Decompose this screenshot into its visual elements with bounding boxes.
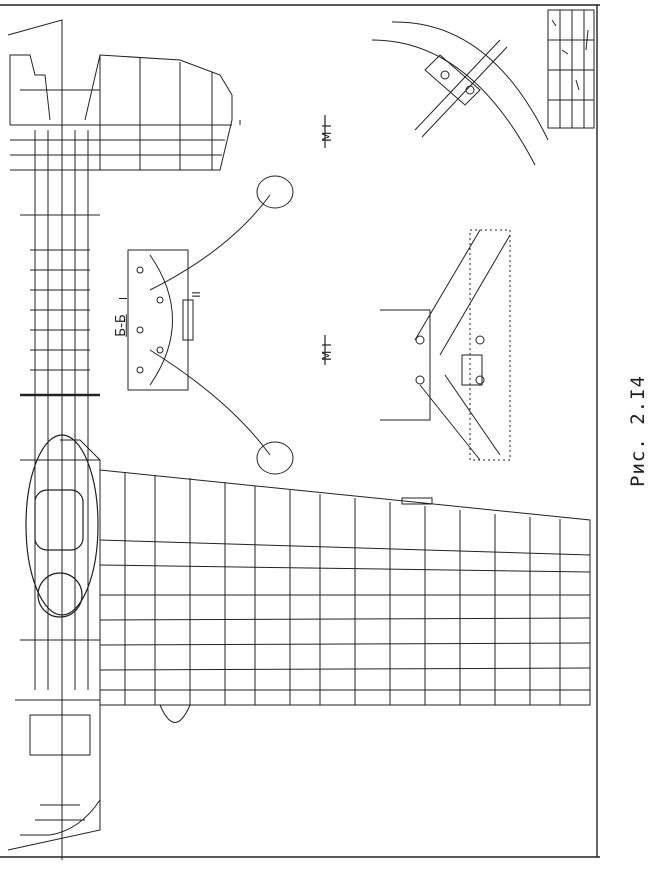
fuselage <box>7 19 101 860</box>
figure-caption: Рис. 2.I4 <box>626 375 649 487</box>
section-label: Б-Б <box>113 314 129 337</box>
roman-marker: I <box>117 296 131 301</box>
view-label: М I <box>319 124 334 142</box>
roman-marker: II <box>189 291 203 298</box>
title-block <box>547 9 595 129</box>
view-label: М I <box>319 343 334 361</box>
section-bb <box>127 175 294 475</box>
ring-detail <box>371 21 549 166</box>
joint-detail <box>380 229 511 461</box>
nose <box>20 699 101 836</box>
tail <box>9 54 241 171</box>
wing <box>99 469 591 723</box>
canopy <box>25 434 99 618</box>
